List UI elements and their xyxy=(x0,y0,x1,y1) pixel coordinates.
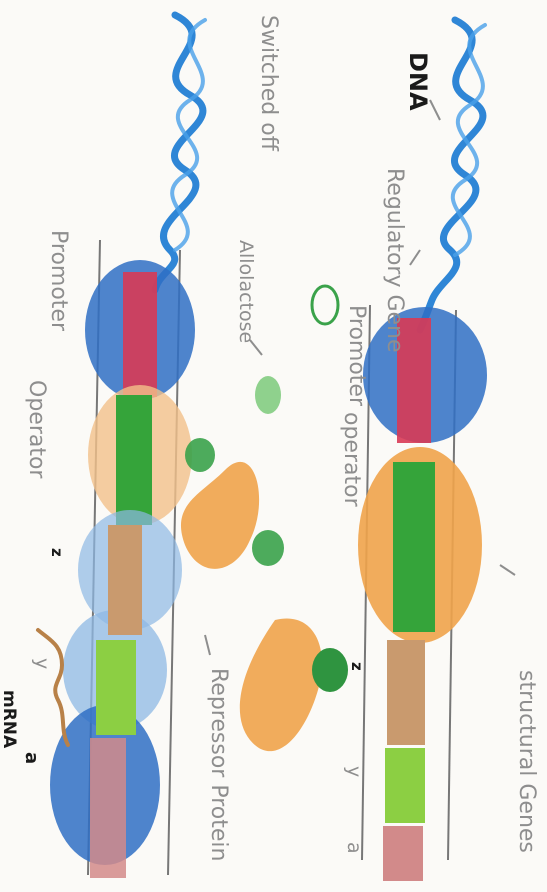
label-operator-bottom: Operator xyxy=(24,380,49,479)
label-mrna: mRNA xyxy=(0,690,19,749)
repressor-protein-free-1 xyxy=(181,462,259,569)
top-structural-gene-y xyxy=(385,748,425,823)
label-allolactose: Allolactose xyxy=(235,240,257,343)
top-operon-strand xyxy=(358,20,487,881)
label-dna: DNA xyxy=(404,52,432,111)
allolactose-free-1 xyxy=(255,376,281,414)
bottom-mrna-strand xyxy=(38,630,68,745)
bottom-promoter-segment xyxy=(123,272,157,397)
bottom-operator-segment xyxy=(116,395,152,525)
label-repressor-protein: Repressor Protein xyxy=(206,668,231,861)
allolactose-bound-1 xyxy=(185,438,215,472)
bottom-operon-strand xyxy=(38,15,205,878)
label-regulatory-gene: Regulatory Gene xyxy=(382,168,407,353)
bottom-structural-gene-z xyxy=(108,525,142,635)
gene-mark-a-bottom: a xyxy=(21,752,42,764)
gene-mark-a-top: a xyxy=(343,842,365,854)
allolactose-bound-2 xyxy=(252,530,284,566)
top-structural-gene-a xyxy=(383,826,423,881)
allolactose-free-2 xyxy=(312,286,338,324)
repressor-protein-free-2 xyxy=(240,618,322,751)
gene-mark-z-top: z xyxy=(348,662,366,671)
top-structural-gene-z xyxy=(387,640,425,745)
gene-mark-y-top: y xyxy=(343,766,365,777)
top-operator-segment xyxy=(393,462,435,632)
pointer-structural xyxy=(500,565,515,575)
label-structural-genes: structural Genes xyxy=(514,670,539,853)
allolactose-bound-3 xyxy=(312,648,348,692)
gene-mark-z-bottom: z xyxy=(48,548,66,557)
gene-mark-y-bottom: y xyxy=(31,658,53,669)
label-switched-off: Switched off xyxy=(256,15,281,152)
bottom-structural-gene-a xyxy=(90,738,126,878)
bottom-structural-gene-y xyxy=(96,640,136,735)
label-promoter-top: Promoter xyxy=(344,305,369,407)
pointer-repressor xyxy=(205,635,210,655)
label-operator-top: operator xyxy=(339,412,364,508)
pointer-regulatory xyxy=(410,250,420,265)
label-promoter-bottom: Promoter xyxy=(46,230,71,332)
